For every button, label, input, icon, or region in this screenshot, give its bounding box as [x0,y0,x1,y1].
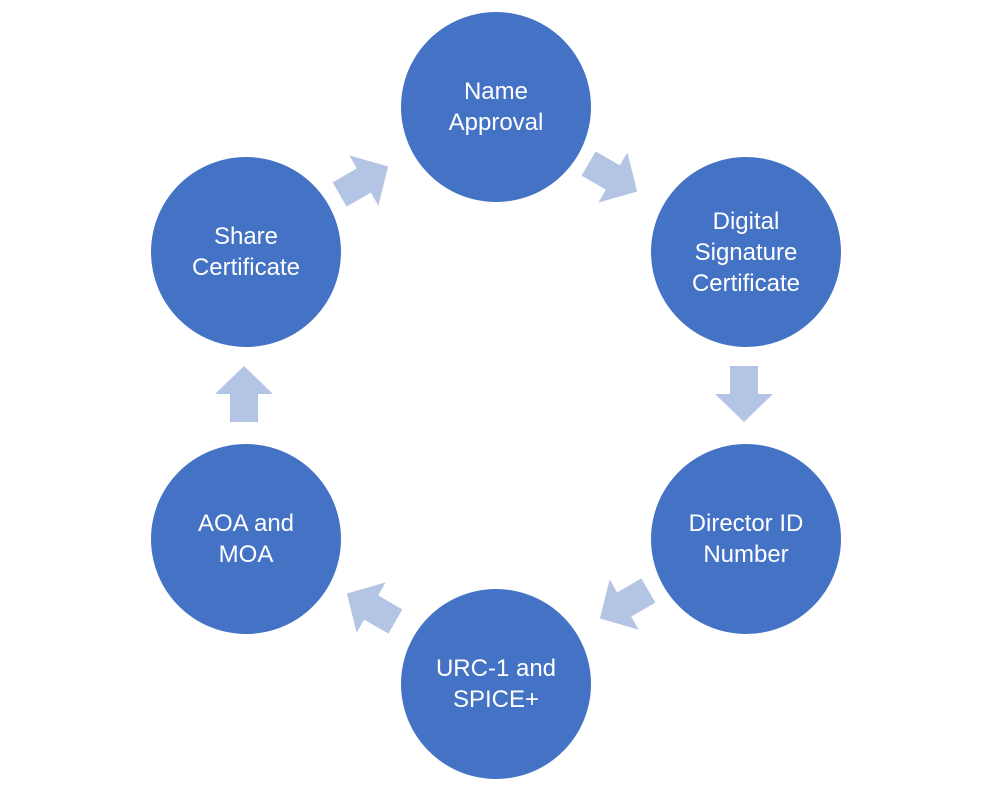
node-label: URC-1 and SPICE+ [435,655,557,713]
node-label: Director ID Number [688,510,804,568]
node-digital-signature-certificate: Digital Signature Certificate [651,157,841,347]
node-share-certificate: Share Certificate [151,157,341,347]
node-name-approval: Name Approval [401,12,591,202]
flow-arrow [215,366,273,422]
node-label: Share Certificate [191,223,301,281]
node-label: Name Approval [448,78,544,136]
node-director-id-number: Director ID Number [651,444,841,634]
flow-arrow [332,155,389,207]
flow-arrow [346,582,403,634]
flow-arrow [599,578,656,630]
flow-arrow [715,366,773,422]
flow-arrow [581,151,638,203]
node-label: AOA and MOA [197,510,295,568]
node-label: Digital Signature Certificate [691,207,801,297]
node-aoa-and-moa: AOA and MOA [151,444,341,634]
node-urc-1-and-spice: URC-1 and SPICE+ [401,589,591,779]
